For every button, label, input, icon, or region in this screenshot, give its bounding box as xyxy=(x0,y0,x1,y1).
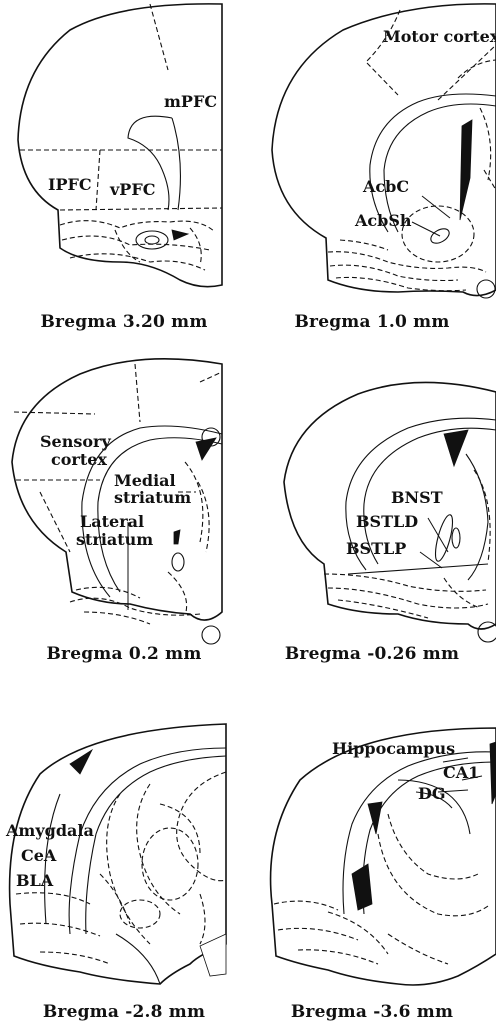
label-bla: BLA xyxy=(16,872,53,889)
panel-bregma-minus-0-26: BNST BSTLD BSTLP Bregma -0.26 mm xyxy=(248,342,496,684)
label-ipfc: IPFC xyxy=(48,176,92,193)
label-amygdala: Amygdala xyxy=(6,822,94,839)
label-motor-cortex: Motor cortex xyxy=(383,28,496,45)
label-mpfc: mPFC xyxy=(164,93,217,110)
brain-section-bregma-3-20 xyxy=(0,0,248,342)
brain-section-bregma-minus-3-6 xyxy=(248,684,496,1026)
label-bnst: BNST xyxy=(391,489,443,506)
label-medial-striatum: striatum xyxy=(114,489,191,506)
label-bstld: BSTLD xyxy=(356,513,418,530)
label-lateral-striatum: striatum xyxy=(76,531,153,548)
label-dg: DG xyxy=(418,785,446,802)
caption-bregma-minus-3-6: Bregma -3.6 mm xyxy=(248,1002,496,1022)
caption-bregma-3-20: Bregma 3.20 mm xyxy=(0,312,248,332)
label-cea: CeA xyxy=(21,847,56,864)
panel-bregma-1-0: Motor cortex AcbC AcbSh Bregma 1.0 mm xyxy=(248,0,496,342)
brain-section-bregma-1-0 xyxy=(248,0,496,342)
panel-bregma-minus-2-8: Amygdala CeA BLA Bregma -2.8 mm xyxy=(0,684,248,1026)
label-vpfc: vPFC xyxy=(110,181,155,198)
panel-bregma-minus-3-6: Hippocampus CA1 DG Bregma -3.6 mm xyxy=(248,684,496,1026)
label-bstlp: BSTLP xyxy=(346,540,406,557)
label-sensory-cortex: cortex xyxy=(51,451,107,468)
label-sensory: Sensory xyxy=(40,433,111,450)
caption-bregma-0-2: Bregma 0.2 mm xyxy=(0,644,248,664)
caption-bregma-minus-2-8: Bregma -2.8 mm xyxy=(0,1002,248,1022)
label-acbc: AcbC xyxy=(363,178,409,195)
panel-bregma-0-2: Sensory cortex Medial striatum Lateral s… xyxy=(0,342,248,684)
label-ca1: CA1 xyxy=(443,764,479,781)
label-lateral: Lateral xyxy=(80,513,144,530)
label-acbsh: AcbSh xyxy=(355,212,412,229)
caption-bregma-minus-0-26: Bregma -0.26 mm xyxy=(248,644,496,664)
panel-bregma-3-20: mPFC IPFC vPFC Bregma 3.20 mm xyxy=(0,0,248,342)
label-medial: Medial xyxy=(114,472,176,489)
label-hippocampus: Hippocampus xyxy=(332,740,455,757)
caption-bregma-1-0: Bregma 1.0 mm xyxy=(248,312,496,332)
